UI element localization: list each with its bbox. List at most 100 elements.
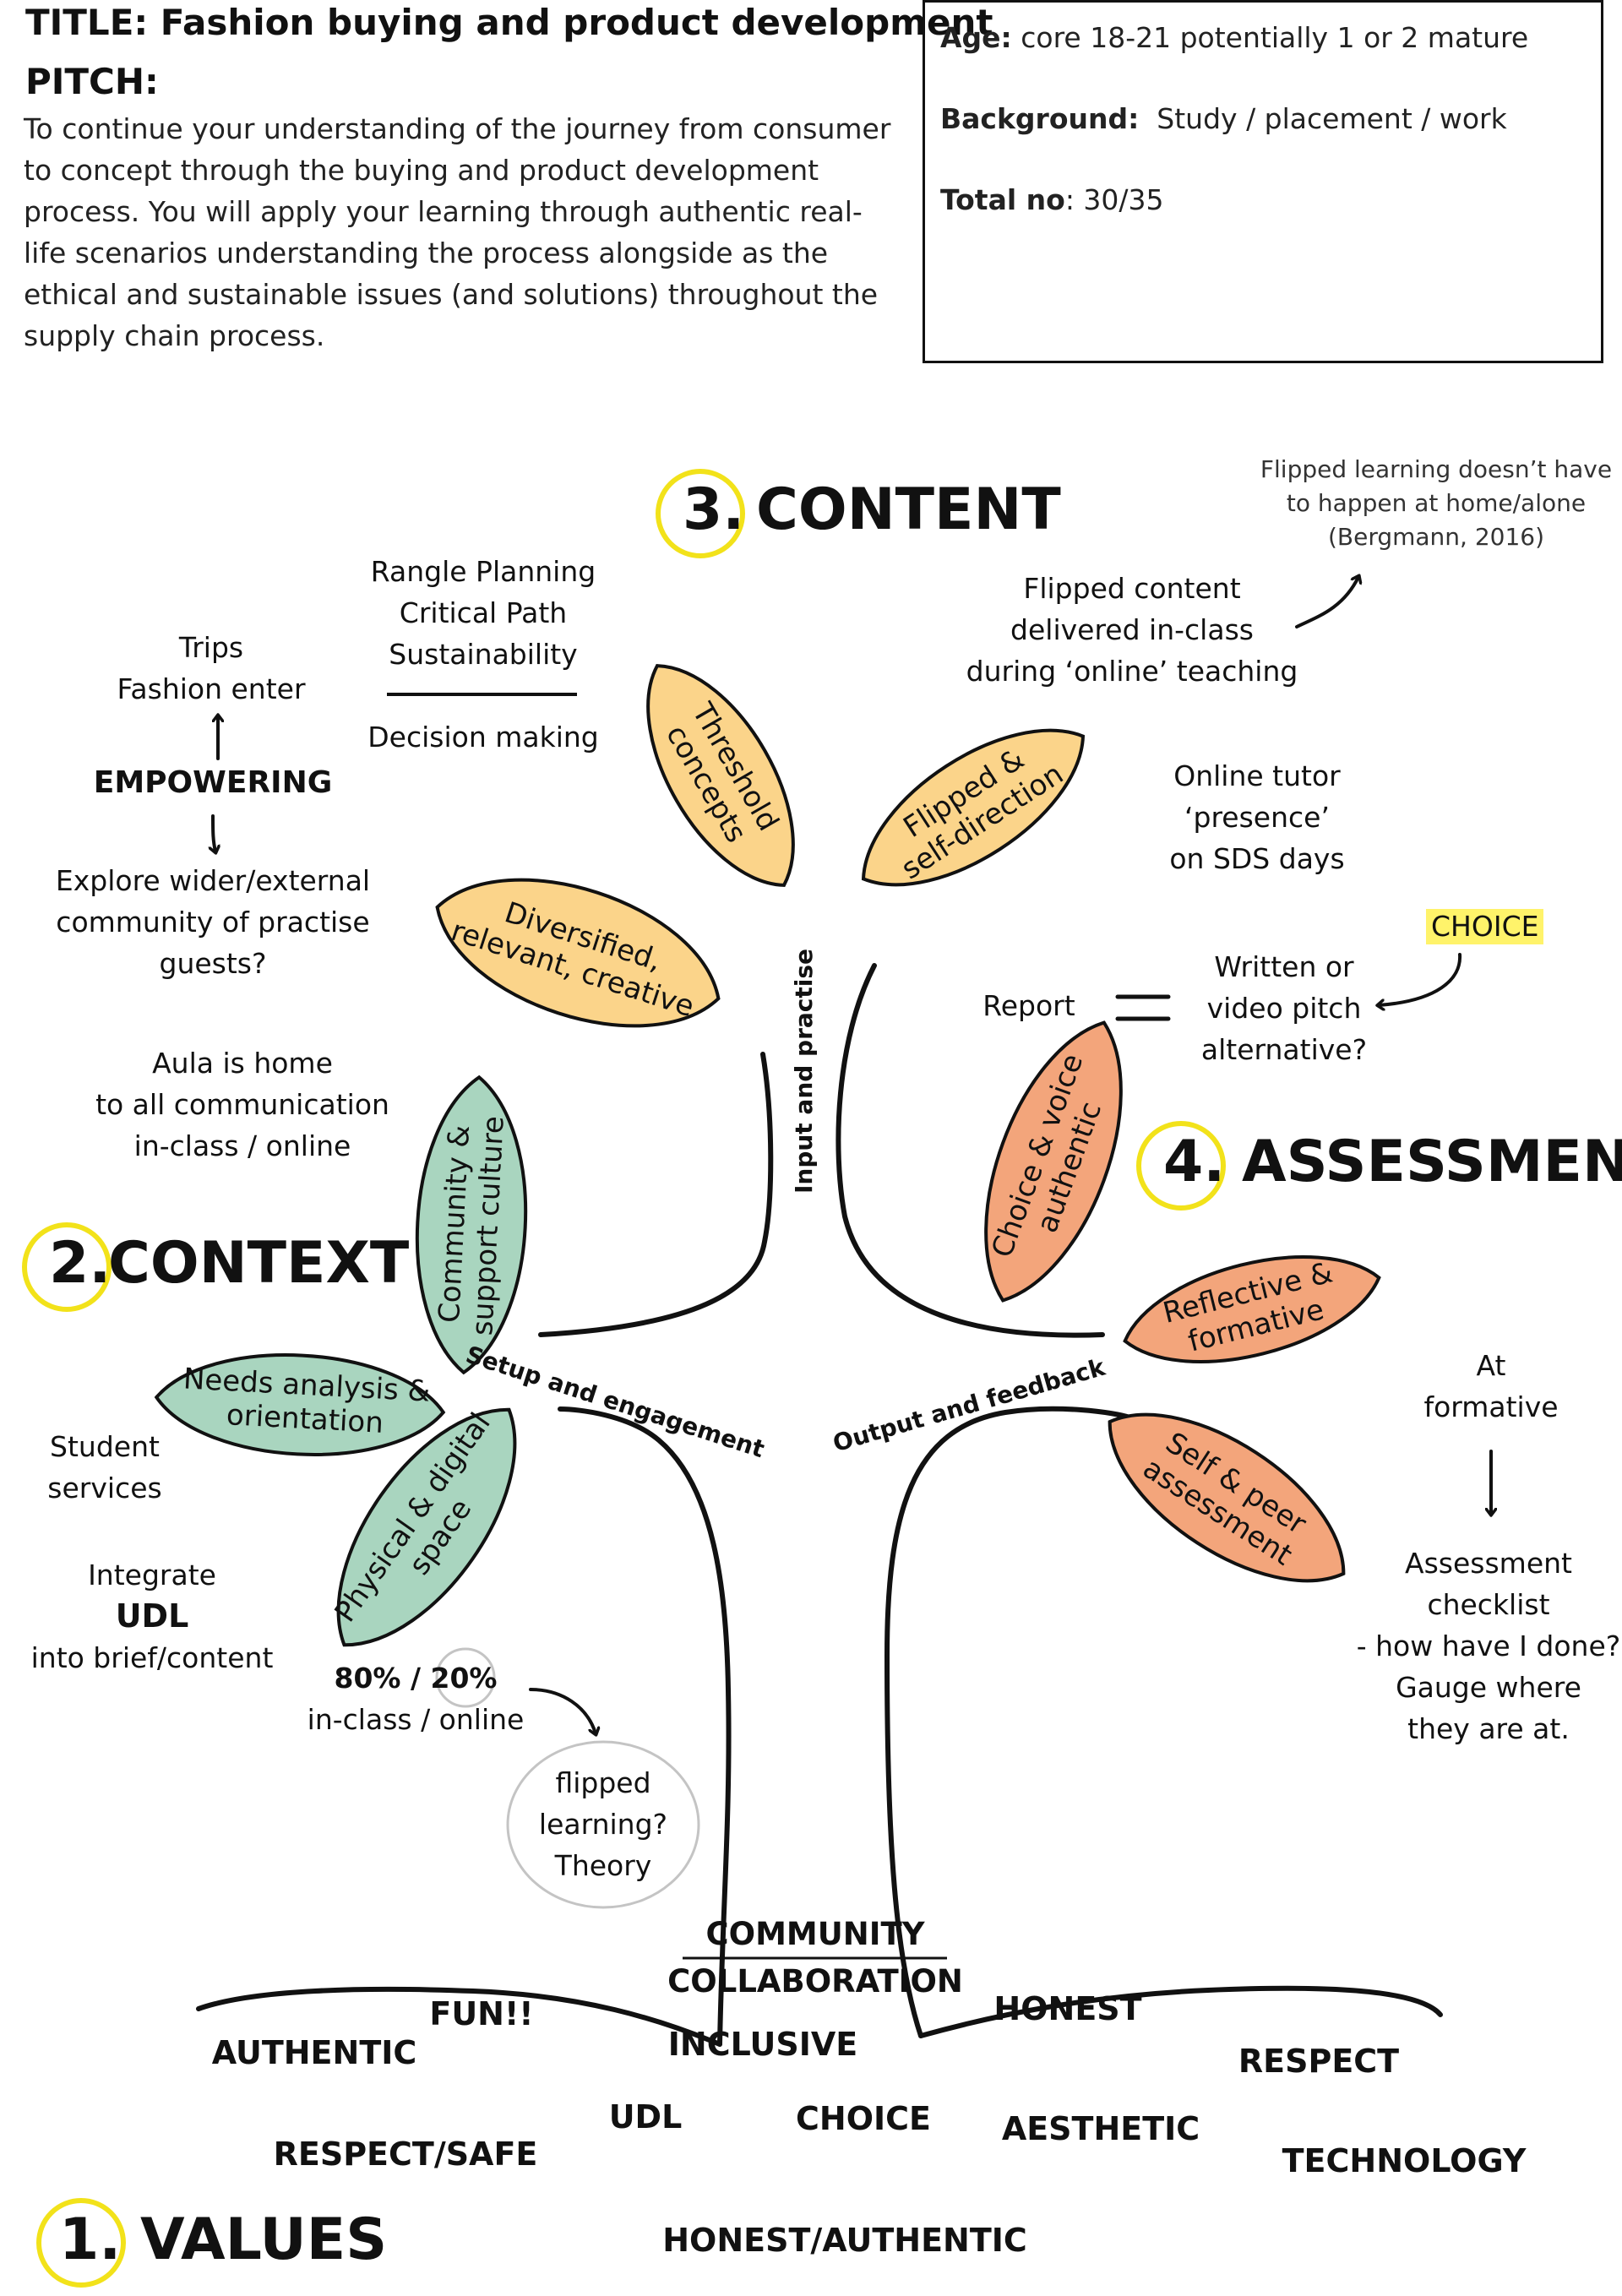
age-value: core 18-21 potentially 1 or 2 mature bbox=[1021, 21, 1529, 54]
arrow-choice-icon bbox=[1379, 953, 1462, 1005]
integrate-note: Integrate UDL into brief/content bbox=[31, 1554, 274, 1678]
pitch-label: PITCH: bbox=[25, 61, 159, 102]
choice-highlight-tag: CHOICE bbox=[1426, 909, 1544, 944]
age-label: Age: bbox=[940, 21, 1012, 54]
trips-line1: Trips bbox=[178, 631, 244, 664]
flipped-content-line3: during ‘online’ teaching bbox=[966, 655, 1298, 688]
flipped-quote-line1: Flipped learning doesn’t have bbox=[1260, 455, 1613, 483]
flipped-theory-line3: Theory bbox=[554, 1849, 652, 1882]
total-label: Total no bbox=[940, 183, 1065, 216]
branch-output bbox=[835, 963, 1105, 1338]
flipped-content-line1: Flipped content bbox=[1023, 572, 1241, 605]
written-note: Written or video pitch alternative? bbox=[1201, 946, 1367, 1070]
arrow-curve-up-icon bbox=[1295, 577, 1358, 628]
ratio-sep: / bbox=[400, 1662, 431, 1695]
value-honest: HONEST bbox=[993, 1990, 1142, 2027]
value-technology: TECHNOLOGY bbox=[1282, 2142, 1527, 2179]
context-number: 2. bbox=[49, 1230, 112, 1297]
branch-input-label: Input and practise bbox=[790, 948, 818, 1194]
integrate-line1: Integrate bbox=[88, 1559, 216, 1591]
online-tutor-line2: ‘presence’ bbox=[1184, 801, 1330, 834]
leaf-physical bbox=[336, 1407, 517, 1647]
integrate-line3: into brief/content bbox=[30, 1641, 274, 1674]
arrow-down-icon bbox=[213, 814, 215, 851]
assessment-number-circle bbox=[1136, 1121, 1226, 1211]
flipped-quote-note: Flipped learning doesn’t have to happen … bbox=[1260, 453, 1612, 554]
assessment-number: 4. bbox=[1163, 1129, 1226, 1195]
aula-line1: Aula is home bbox=[152, 1047, 333, 1080]
ratio-caption: in-class / online bbox=[307, 1703, 525, 1736]
checklist-note: Assessment checklist - how have I done? … bbox=[1357, 1542, 1621, 1749]
explore-line2: community of practise bbox=[56, 906, 370, 939]
value-collaboration: COLLABORATION bbox=[667, 1963, 963, 1999]
ratio-b: 20% bbox=[430, 1662, 498, 1695]
equals-sign bbox=[1115, 994, 1171, 1021]
flipped-quote-line3: (Bergmann, 2016) bbox=[1327, 523, 1545, 551]
checklist-line1: Assessment bbox=[1405, 1547, 1572, 1580]
value-honest-authentic: HONEST/AUTHENTIC bbox=[662, 2222, 1027, 2259]
checklist-line3: - how have I done? bbox=[1356, 1630, 1621, 1662]
range-line2: Critical Path bbox=[399, 596, 568, 629]
value-inclusive: INCLUSIVE bbox=[667, 2026, 858, 2063]
explore-note: Explore wider/external community of prac… bbox=[56, 860, 370, 984]
student-services-line1: Student bbox=[50, 1430, 160, 1463]
range-note: Rangle Planning Critical Path Sustainabi… bbox=[371, 551, 596, 675]
at-formative-line1: At bbox=[1476, 1349, 1506, 1382]
flipped-theory-ellipse bbox=[506, 1740, 700, 1909]
root-left bbox=[196, 1986, 722, 2047]
written-line3: alternative? bbox=[1200, 1033, 1368, 1066]
empowering-label: EMPOWERING bbox=[93, 765, 333, 800]
leaf-threshold bbox=[646, 664, 795, 887]
leaf-flipped bbox=[861, 728, 1086, 887]
ratio-line: 80% / 20% bbox=[308, 1657, 525, 1699]
content-number: 3. bbox=[683, 476, 745, 543]
checklist-line4: Gauge where bbox=[1396, 1671, 1581, 1704]
written-line2: video pitch bbox=[1206, 992, 1362, 1025]
value-community: COMMUNITY bbox=[705, 1916, 925, 1952]
written-line1: Written or bbox=[1214, 950, 1354, 983]
explore-line3: guests? bbox=[159, 947, 267, 980]
background-value: Study / placement / work bbox=[1157, 102, 1507, 135]
values-number: 1. bbox=[59, 2206, 122, 2273]
checklist-line2: checklist bbox=[1427, 1588, 1550, 1621]
at-formative-note: At formative bbox=[1423, 1345, 1558, 1428]
flipped-theory-line2: learning? bbox=[538, 1808, 668, 1841]
flipped-quote-line2: to happen at home/alone bbox=[1286, 489, 1587, 517]
flipped-theory-line1: flipped bbox=[555, 1766, 651, 1799]
background-line: Background: Study / placement / work bbox=[940, 102, 1507, 135]
arrow-flipped-icon bbox=[529, 1688, 596, 1733]
range-line1: Rangle Planning bbox=[370, 555, 596, 588]
flipped-theory-note: flipped learning? Theory bbox=[539, 1762, 667, 1886]
info-box: Age: core 18-21 potentially 1 or 2 matur… bbox=[923, 0, 1603, 363]
value-fun: FUN!! bbox=[429, 1995, 534, 2032]
trunk-right bbox=[884, 1406, 1132, 2038]
online-tutor-line1: Online tutor bbox=[1173, 759, 1341, 792]
at-formative-line2: formative bbox=[1423, 1390, 1559, 1423]
assessment-title: ASSESSMENT bbox=[1242, 1129, 1622, 1195]
explore-line1: Explore wider/external bbox=[55, 864, 371, 897]
content-number-circle bbox=[656, 469, 745, 558]
trunk-left bbox=[558, 1406, 732, 2047]
page-title: TITLE: Fashion buying and product develo… bbox=[25, 2, 993, 43]
value-udl: UDL bbox=[608, 2098, 683, 2135]
student-services-note: Student services bbox=[47, 1426, 161, 1509]
context-title: CONTEXT bbox=[108, 1230, 410, 1297]
twenty-percent-circle bbox=[435, 1647, 496, 1708]
leaf-reflective bbox=[1123, 1255, 1381, 1363]
student-services-line2: services bbox=[47, 1472, 162, 1504]
value-choice: CHOICE bbox=[796, 2100, 931, 2137]
leaf-diversified bbox=[435, 878, 721, 1028]
root-right bbox=[918, 1985, 1443, 2038]
checklist-line5: they are at. bbox=[1407, 1712, 1570, 1745]
leaf-needs-label: Needs analysis & orientation bbox=[181, 1362, 431, 1442]
value-respect: RESPECT bbox=[1238, 2043, 1400, 2080]
decision-note: Decision making bbox=[367, 721, 599, 754]
report-note: Report bbox=[982, 989, 1075, 1022]
flipped-content-line2: delivered in-class bbox=[1010, 613, 1254, 646]
leaf-community-label: Community & support culture bbox=[432, 1113, 511, 1336]
value-authentic: AUTHENTIC bbox=[211, 2034, 417, 2071]
online-tutor-line3: on SDS days bbox=[1169, 842, 1345, 875]
background-label: Background: bbox=[940, 102, 1140, 135]
flipped-content-note: Flipped content delivered in-class durin… bbox=[966, 568, 1298, 692]
